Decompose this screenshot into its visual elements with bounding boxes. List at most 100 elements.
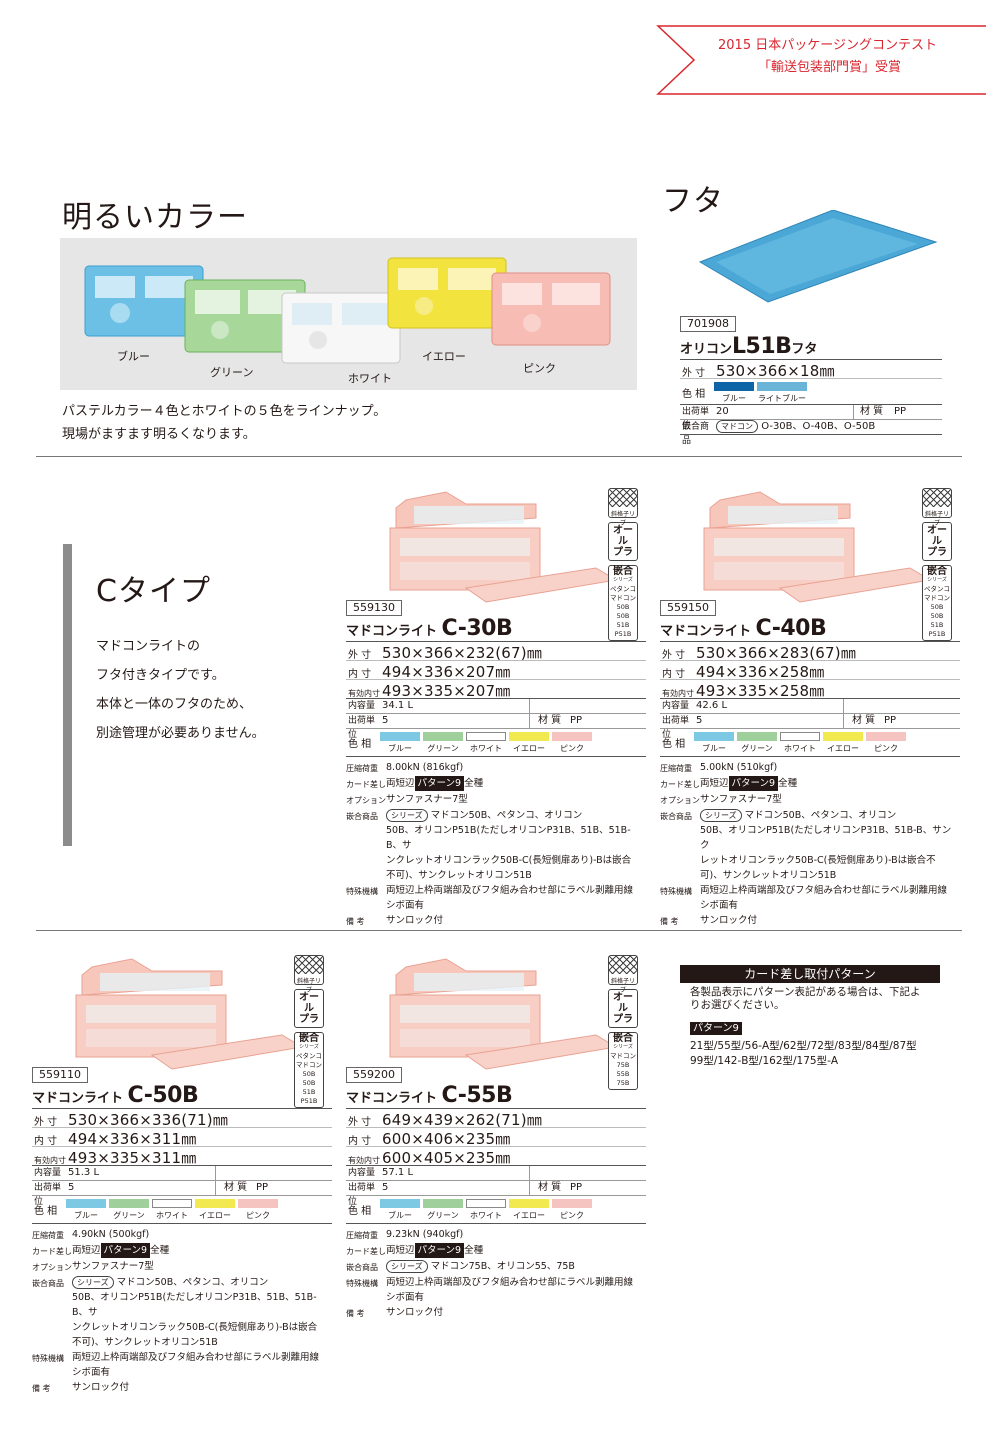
special-line-1: 両短辺上枠両端部及びフタ組み合わせ部にラベル剥離用線 <box>386 885 634 896</box>
badge-grid-label: 斜格子リブ <box>610 511 635 527</box>
note-value: サンロック付 <box>386 915 444 926</box>
ship-value: 5 <box>380 714 530 728</box>
card-pre: 両短辺 <box>700 778 729 789</box>
ship-key: 出荷単位 <box>34 1183 62 1207</box>
color-key: 色 相 <box>34 1206 58 1217</box>
badge-fit-title: 嵌合 <box>613 566 633 577</box>
badge-fit-item: 50B <box>302 1079 316 1087</box>
color-key: 色 相 <box>348 1206 372 1217</box>
color-white: ホワイト <box>470 744 502 753</box>
special-key: 特殊機構 <box>660 887 692 896</box>
option-value: サンファスナー7型 <box>700 794 782 805</box>
badge-fit-item: 51B <box>616 621 630 629</box>
card-text-2: りお選びください。 <box>690 999 785 1011</box>
badge-fit-item: マドコン50B <box>610 594 636 611</box>
special-line-1: 両短辺上枠両端部及びフタ組み合わせ部にラベル剥離用線 <box>700 885 948 896</box>
product-name: マドコンライト C-30B <box>346 616 646 641</box>
badge-all-2: プラ <box>613 547 633 558</box>
fit-line-4: 不可)、サンクレットオリコン51B <box>386 870 532 881</box>
note-key: 備 考 <box>32 1384 51 1393</box>
note-value: サンロック付 <box>72 1382 130 1393</box>
fit-line-1: マドコン50B、ペタンコ、オリコン <box>744 810 897 821</box>
special-key: 特殊機構 <box>32 1354 64 1363</box>
eff-key: 有効内寸 <box>662 689 694 698</box>
badge-grid-label: 斜格子リブ <box>296 978 321 994</box>
all-plastic-badge: オールプラ <box>608 522 638 561</box>
special-line-1: 両短辺上枠両端部及びフタ組み合わせ部にラベル剥離用線 <box>72 1352 320 1363</box>
eff-value: 493×335×311㎜ <box>68 1149 197 1167</box>
ctype-text-2: フタ付きタイプです。 <box>96 668 225 683</box>
divider-2 <box>36 930 962 931</box>
inner-key: 内 寸 <box>34 1136 58 1147</box>
divider-1 <box>36 456 962 457</box>
color-key: 色 相 <box>662 739 686 750</box>
badge-fit-item: P51B <box>300 1097 318 1105</box>
badge-fit-item: マドコン50B <box>296 1061 322 1078</box>
ctype-text: マドコンライトの フタ付きタイプです。 本体と一体のフタのため、 別途管理が必要… <box>96 632 265 748</box>
fit-line-2: 50B、オリコンP51B(ただしオリコンP31B、51B-B、サンク <box>700 825 952 851</box>
ctype-text-1: マドコンライトの <box>96 639 201 654</box>
ctype-text-3: 本体と一体のフタのため、 <box>96 697 253 712</box>
badge-all-2: プラ <box>613 1014 633 1025</box>
badge-series: シリーズ <box>613 1044 633 1050</box>
ship-key: 出荷単位 <box>662 716 690 740</box>
badge-fit-item: ペタンコ <box>296 1052 322 1060</box>
note-key: 備 考 <box>660 917 679 926</box>
label-green: グリーン <box>210 366 254 379</box>
color-lineup-photo: ブルー グリーン ホワイト イエロー ピンク <box>60 238 637 390</box>
grid-icon <box>295 956 323 974</box>
card-pattern: パターン9 <box>100 1243 151 1258</box>
color-yellow: イエロー <box>827 744 859 753</box>
badge-fit-item: 51B <box>930 621 944 629</box>
badge-fit-item: マドコン50B <box>924 594 950 611</box>
all-plastic-badge: オールプラ <box>294 989 324 1028</box>
product-model: C-40B <box>755 616 827 641</box>
bright-color-title: 明るいカラー <box>62 200 248 235</box>
eff-value: 493×335×258㎜ <box>696 682 825 700</box>
cap-key: 内容量 <box>348 1168 376 1178</box>
award-line-1: 2015 日本パッケージングコンテスト <box>718 38 937 53</box>
inner-key: 内 寸 <box>348 669 372 680</box>
crate-photo <box>703 491 930 603</box>
fit-key: 嵌合商品 <box>346 1263 378 1272</box>
fit-key: 嵌合商品 <box>346 812 378 821</box>
mat-value: PP <box>884 715 897 726</box>
cap-value: 57.1 L <box>380 1166 530 1180</box>
card-types-1: 21型/55型/56-A型/62型/72型/83型/84型/87型 <box>690 1040 917 1052</box>
fit-line-1: マドコン50B、ペタンコ、オリコン <box>430 810 583 821</box>
mat-key: 材 質 <box>224 1182 248 1193</box>
blue-crate <box>84 265 204 337</box>
badge-fit-item: 55B <box>616 1070 630 1078</box>
lid-code: 701908 <box>680 316 736 332</box>
card-pattern: パターン9 <box>414 776 465 791</box>
pink-crate <box>491 272 611 346</box>
label-pink: ピンク <box>523 362 556 375</box>
color-green: グリーン <box>113 1211 145 1220</box>
option-value: サンファスナー7型 <box>386 794 468 805</box>
fit-line-2: 50B、オリコンP51B(ただしオリコンP31B、51B、51B-B、サ <box>386 825 631 851</box>
load-key: 圧縮荷重 <box>346 764 378 773</box>
cap-value: 51.3 L <box>66 1166 216 1180</box>
color-pink: ピンク <box>246 1211 270 1220</box>
color-pink: ピンク <box>560 1211 584 1220</box>
product-model: C-30B <box>441 616 513 641</box>
lid-fit-key: 嵌合商品 <box>682 422 710 446</box>
color-pink: ピンク <box>560 744 584 753</box>
fit-line-2: 50B、オリコンP51B(ただしオリコンP31B、51B、51B-B、サ <box>72 1292 317 1318</box>
mat-key: 材 質 <box>538 1182 562 1193</box>
crate-photo <box>389 491 616 603</box>
product-name: マドコンライト C-50B <box>32 1083 332 1108</box>
inner-key: 内 寸 <box>662 669 686 680</box>
note-value: サンロック付 <box>700 915 758 926</box>
cap-key: 内容量 <box>348 701 376 711</box>
card-types-2: 99型/142-B型/162型/175型-A <box>690 1055 839 1067</box>
ribbon-shape <box>656 25 986 95</box>
badge-grid-label: 斜格子リブ <box>924 511 949 527</box>
card-key: カード差し <box>346 1247 386 1256</box>
outer-key: 外 寸 <box>348 1117 372 1128</box>
badge-all-1: オール <box>613 992 633 1014</box>
badge-series: シリーズ <box>299 1044 319 1050</box>
